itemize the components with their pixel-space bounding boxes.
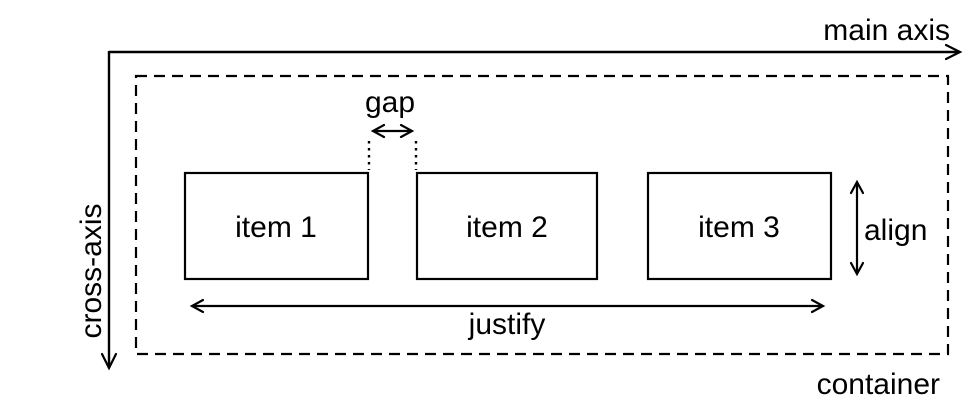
item-3-label: item 3 [698, 211, 780, 244]
gap-label: gap [365, 86, 415, 119]
cross-axis-label: cross-axis [75, 203, 108, 338]
container-label: container [817, 368, 940, 401]
item-2-label: item 2 [466, 211, 548, 244]
axes: main axis cross-axis [75, 14, 963, 371]
item-1-label: item 1 [235, 211, 317, 244]
gap-annotation: gap [365, 86, 418, 170]
container-outline [134, 74, 950, 356]
align-annotation: align [849, 179, 927, 277]
flex-items: item 1 item 2 item 3 [183, 171, 833, 281]
main-axis-label: main axis [823, 14, 950, 47]
justify-label: justify [468, 308, 546, 341]
item-3-box [646, 171, 833, 281]
item-1-box [183, 171, 370, 281]
justify-annotation: justify [189, 298, 826, 341]
item-2-box [415, 171, 599, 281]
align-label: align [864, 214, 927, 247]
